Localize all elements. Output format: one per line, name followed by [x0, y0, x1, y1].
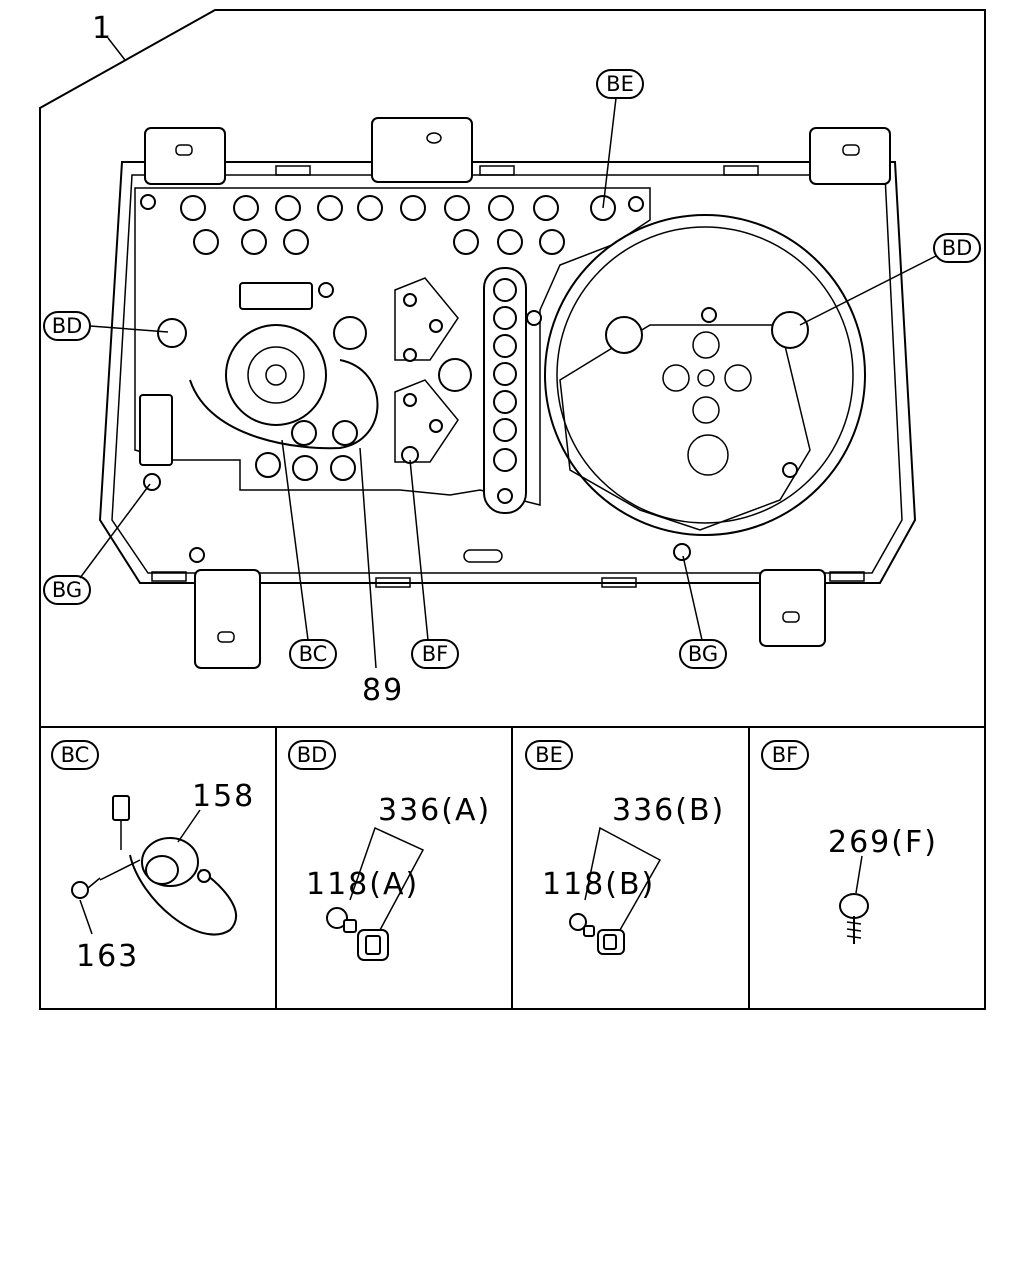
main-view: 1	[39, 9, 986, 728]
bulb-socket-bd-right[interactable]	[771, 311, 809, 349]
bulb-socket	[438, 358, 472, 392]
mount-tab-bottom-left	[194, 569, 261, 669]
pcb-connector-left[interactable]	[139, 394, 173, 466]
bulb-socket	[157, 318, 187, 348]
part-number-118b[interactable]: 118(B)	[542, 867, 655, 902]
svg-text:89: 89	[362, 673, 404, 708]
edge-clip	[723, 165, 759, 176]
bottom-slot	[463, 549, 503, 563]
bulb-socket	[332, 420, 358, 446]
right-gauge-ring-inner	[556, 226, 854, 524]
svg-text:BD: BD	[942, 236, 973, 260]
screw	[526, 310, 542, 326]
right-gauge-ring[interactable]	[544, 214, 866, 536]
callout-bg-left[interactable]: BG	[43, 483, 151, 605]
assembly-callout[interactable]: 1	[92, 11, 113, 46]
callout-harness-89[interactable]: 89	[359, 447, 404, 708]
part-number-163[interactable]: 163	[76, 939, 139, 974]
lamp-cluster-upper	[394, 277, 459, 361]
screw-bg-bottom[interactable]	[673, 543, 691, 561]
detail-tag: BC	[61, 743, 90, 767]
left-gauge-center	[265, 364, 287, 386]
right-gauge-plate	[559, 324, 811, 531]
callout-bc[interactable]: BC	[281, 439, 337, 669]
speed-sensor-drawing	[71, 795, 237, 936]
detail-panel-bc: BC 158 163	[51, 740, 255, 974]
mount-tab-hole	[426, 132, 442, 144]
screw	[701, 307, 717, 323]
callout-bf[interactable]: BF	[409, 459, 459, 669]
svg-text:BD: BD	[52, 314, 83, 338]
wiring-harness[interactable]	[189, 359, 379, 450]
edge-clip	[275, 165, 311, 176]
bulb-socket	[255, 452, 281, 478]
part-number-158[interactable]: 158	[192, 779, 255, 814]
mount-tab-top-left	[144, 127, 226, 185]
tapping-screw	[839, 893, 869, 944]
main-frame	[39, 9, 986, 727]
detail-tag: BF	[772, 743, 799, 767]
part-number-336b[interactable]: 336(B)	[612, 793, 725, 828]
mount-tab-top-center	[371, 117, 473, 183]
edge-clip	[151, 571, 187, 582]
pcb-connector-top[interactable]	[239, 282, 313, 310]
callout-be[interactable]: BE	[596, 69, 644, 209]
mount-tab-top-right	[809, 127, 891, 185]
detail-panel-bd: BD 336(A) 118(A)	[288, 740, 491, 961]
bulb-socket	[333, 316, 367, 350]
mount-tab-bottom-right	[759, 569, 826, 647]
housing-outline	[98, 161, 917, 584]
svg-text:BC: BC	[299, 642, 328, 666]
screw	[782, 462, 798, 478]
edge-clip	[601, 577, 637, 588]
printed-circuit-board[interactable]	[134, 187, 651, 506]
bulb-socket	[330, 455, 356, 481]
callout-bd-right[interactable]: BD	[799, 233, 981, 326]
svg-text:BE: BE	[606, 72, 634, 96]
bulb-and-socket-a	[326, 907, 389, 961]
svg-text:BG: BG	[52, 578, 82, 602]
part-number-269f[interactable]: 269(F)	[828, 825, 938, 860]
edge-clip	[829, 571, 865, 582]
part-number-336a[interactable]: 336(A)	[378, 793, 491, 828]
assembly-leader	[107, 37, 126, 61]
svg-text:BG: BG	[688, 642, 718, 666]
callout-bd-left[interactable]: BD	[43, 311, 169, 341]
lamp-cluster-lower	[394, 379, 459, 463]
mount-tab-slot	[842, 144, 860, 156]
cluster-housing[interactable]	[98, 117, 917, 669]
mount-tab-slot	[175, 144, 193, 156]
detail-tag: BE	[535, 743, 563, 767]
mount-tab-slot	[217, 631, 235, 643]
bulb-and-socket-b	[569, 913, 625, 955]
screw	[189, 547, 205, 563]
screw	[628, 196, 644, 212]
detail-tag: BD	[297, 743, 328, 767]
detail-panel-bf: BF 269(F)	[761, 740, 938, 944]
callout-bg-bottom[interactable]: BG	[679, 555, 727, 669]
screw	[318, 282, 334, 298]
left-gauge-movement[interactable]	[225, 324, 327, 426]
detail-panel-be: BE 336(B) 118(B)	[525, 740, 725, 955]
bulb-socket	[605, 316, 643, 354]
edge-clip	[479, 165, 515, 176]
bulb-socket	[292, 455, 318, 481]
bulb-socket-row	[180, 195, 616, 255]
bulb-socket	[291, 420, 317, 446]
detail-panels: BC 158 163 BD 336(A) 118(A)	[39, 726, 986, 1010]
mount-tab-slot	[782, 611, 800, 623]
edge-clip	[375, 577, 411, 588]
svg-text:BF: BF	[422, 642, 449, 666]
right-gauge-hub	[697, 369, 715, 387]
part-number-118a[interactable]: 118(A)	[306, 867, 419, 902]
screw	[140, 194, 156, 210]
right-gauge-aperture	[687, 434, 729, 476]
left-gauge-hub	[247, 346, 305, 404]
